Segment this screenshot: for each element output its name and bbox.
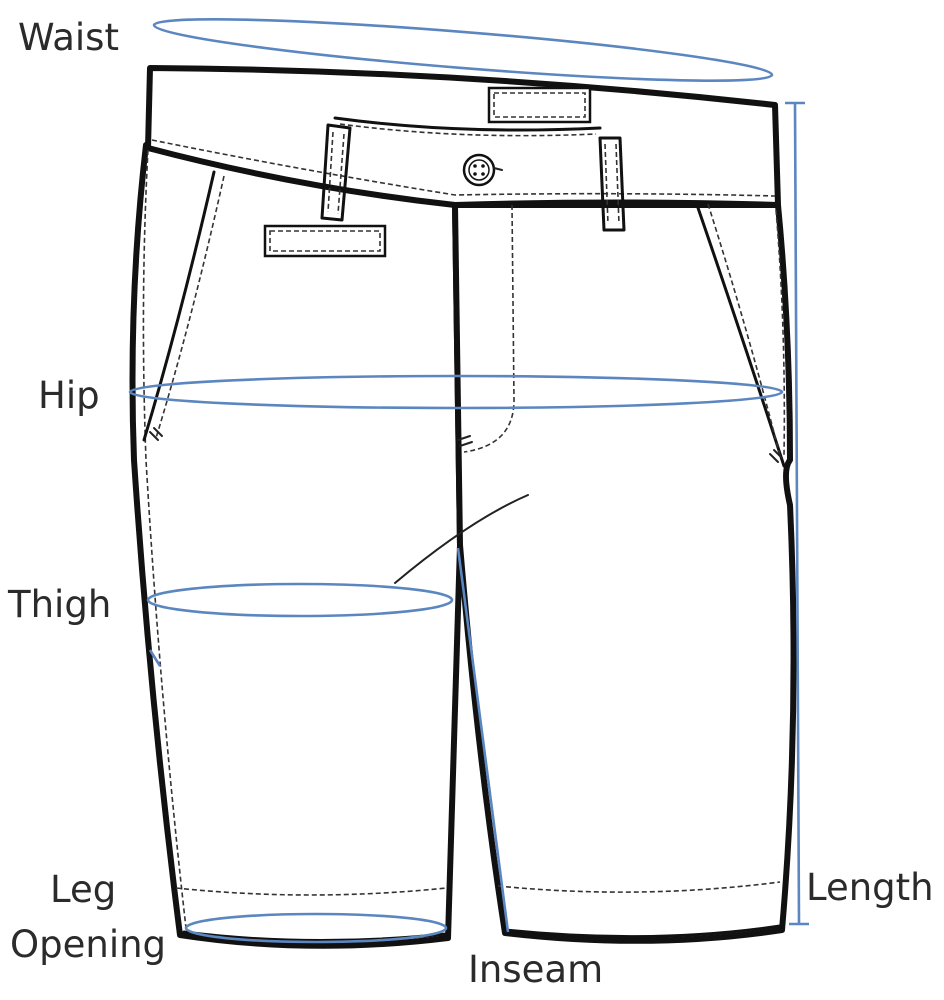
left-leg-outline bbox=[129, 142, 463, 949]
right-hem-edge bbox=[503, 924, 782, 939]
waistband-inner-stitch bbox=[339, 123, 597, 137]
belt-loop-right bbox=[598, 136, 626, 232]
size-label-tag-stitch bbox=[493, 92, 586, 118]
right-hem-stitch bbox=[497, 881, 781, 893]
waist-button bbox=[462, 153, 503, 187]
left-pocket-edge bbox=[142, 170, 216, 442]
label-thigh: Thigh bbox=[7, 583, 111, 626]
waist-measure-ellipse bbox=[152, 18, 774, 82]
outseam-accent bbox=[148, 649, 162, 667]
right-pocket-bartack bbox=[769, 449, 783, 463]
belt-loop-left bbox=[320, 123, 352, 222]
right-pocket-edge bbox=[694, 200, 786, 468]
inseam-measure-line bbox=[456, 547, 510, 933]
thigh-measure-ellipse bbox=[146, 582, 454, 618]
welt-pocket-stitch bbox=[269, 230, 381, 252]
belt-loop-right-stitch bbox=[604, 143, 620, 225]
fly-stitch bbox=[463, 204, 515, 453]
label-length: Length bbox=[806, 866, 934, 909]
fabric-crease bbox=[394, 494, 529, 584]
right-side-seam bbox=[775, 209, 786, 456]
belt-loop-left-stitch bbox=[327, 131, 345, 215]
shorts-illustration bbox=[129, 65, 797, 949]
label-inseam: Inseam bbox=[468, 948, 603, 991]
length-measure-line bbox=[785, 101, 809, 926]
label-leg-opening-line1: Leg bbox=[50, 868, 116, 911]
label-hip: Hip bbox=[38, 374, 100, 417]
label-waist: Waist bbox=[18, 16, 119, 59]
fly-bartack bbox=[457, 435, 473, 447]
measurement-indicators bbox=[128, 18, 809, 944]
waistband-stitch bbox=[151, 139, 776, 197]
waistband-inner-edge bbox=[333, 116, 602, 132]
right-pocket-stitch bbox=[707, 203, 781, 457]
left-side-seam bbox=[142, 149, 187, 929]
leg-opening-measure-ellipse bbox=[184, 912, 448, 944]
right-leg-outline bbox=[452, 202, 797, 944]
hip-measure-ellipse bbox=[128, 374, 784, 410]
left-pocket-stitch bbox=[155, 175, 225, 439]
left-pocket-bartack bbox=[149, 427, 163, 441]
measurement-labels: Waist Hip Thigh Leg Opening Inseam Lengt… bbox=[7, 16, 934, 991]
label-leg-opening-line2: Opening bbox=[10, 923, 166, 966]
left-hem-stitch bbox=[175, 887, 447, 896]
